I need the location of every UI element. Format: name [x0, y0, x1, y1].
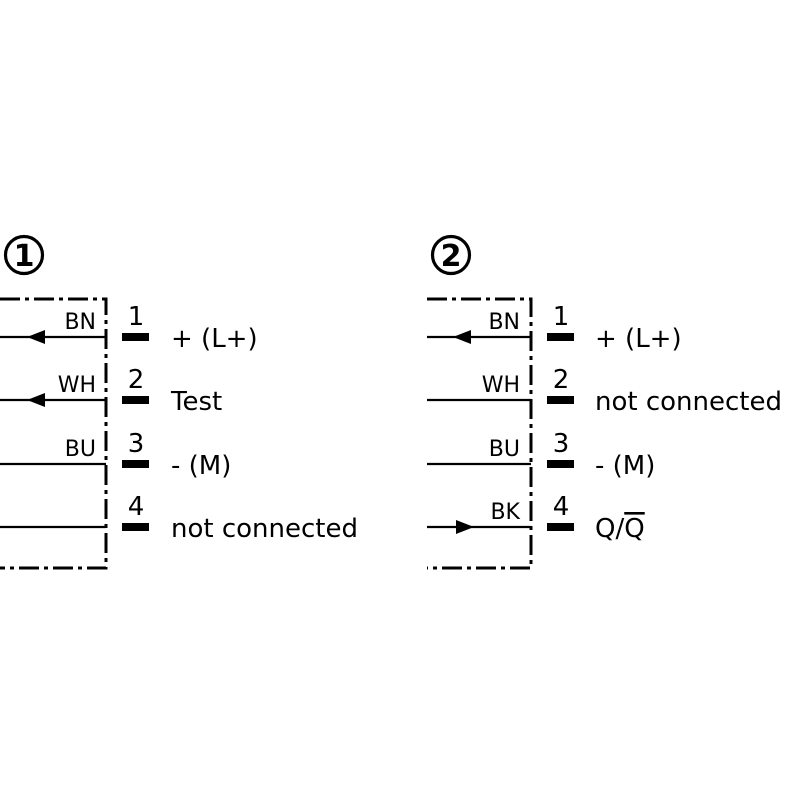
pin-row-3: BU 3 - (M) [427, 429, 655, 481]
signal-label: - (M) [171, 451, 231, 481]
pin-terminal [547, 523, 574, 531]
pin-row-1: BN 1 + (L+) [427, 302, 682, 354]
pin-number: 1 [553, 302, 570, 332]
marker-number: 1 [14, 239, 35, 274]
pin-terminal [547, 396, 574, 404]
pin-terminal [122, 460, 149, 468]
signal-label: + (L+) [171, 324, 258, 354]
wire-color-label: BN [488, 310, 520, 335]
pin-row-2: WH 2 not connected [427, 365, 782, 417]
wire-color-label: BU [65, 437, 96, 462]
marker-number: 2 [441, 239, 462, 274]
pin-terminal [547, 333, 574, 341]
pin-row-4: 4 not connected [0, 492, 358, 544]
pin-terminal [122, 396, 149, 404]
signal-label: - (M) [595, 451, 655, 481]
arrow-out-icon [456, 520, 474, 534]
wire-color-label: BU [489, 437, 520, 462]
housing-outline [0, 297, 108, 570]
pin-number: 1 [128, 302, 145, 332]
wire-color-label: WH [482, 373, 520, 398]
pin-row-3: BU 3 - (M) [0, 429, 231, 481]
arrow-in-icon [453, 330, 471, 344]
pin-terminal [122, 333, 149, 341]
diagram-marker: 2 [430, 234, 472, 276]
pin-row-4: BK 4 Q/Q [427, 492, 645, 544]
pin-terminal [122, 523, 149, 531]
signal-label-inverted: Q [624, 514, 644, 544]
pin-number: 4 [128, 492, 145, 522]
arrow-in-icon [27, 330, 45, 344]
pin-number: 3 [128, 429, 145, 459]
arrow-in-icon [27, 393, 45, 407]
marker-circle [430, 234, 472, 276]
diagram-marker: 1 [3, 234, 45, 276]
wire-color-label: WH [58, 373, 96, 398]
pin-number: 2 [128, 365, 145, 395]
diagram-2: 2 BN 1 + (L+) WH 2 not connected BU 3 - … [427, 234, 782, 570]
signal-label: not connected [171, 514, 358, 544]
housing-outline [427, 297, 533, 570]
diagram-1: 1 BN 1 + (L+) WH 2 Test BU 3 - (M) [0, 234, 358, 570]
signal-label-prefix: Q/ [595, 514, 624, 544]
pin-number: 3 [553, 429, 570, 459]
signal-label: + (L+) [595, 324, 682, 354]
wire-color-label: BN [64, 310, 96, 335]
pin-number: 4 [553, 492, 570, 522]
signal-label: not connected [595, 387, 782, 417]
pin-terminal [547, 460, 574, 468]
pin-row-2: WH 2 Test [0, 365, 222, 417]
pin-row-1: BN 1 + (L+) [0, 302, 258, 354]
wire-color-label: BK [490, 500, 520, 525]
pin-number: 2 [553, 365, 570, 395]
marker-circle [3, 234, 45, 276]
signal-label: Q/Q [595, 514, 645, 544]
signal-label: Test [170, 387, 222, 417]
